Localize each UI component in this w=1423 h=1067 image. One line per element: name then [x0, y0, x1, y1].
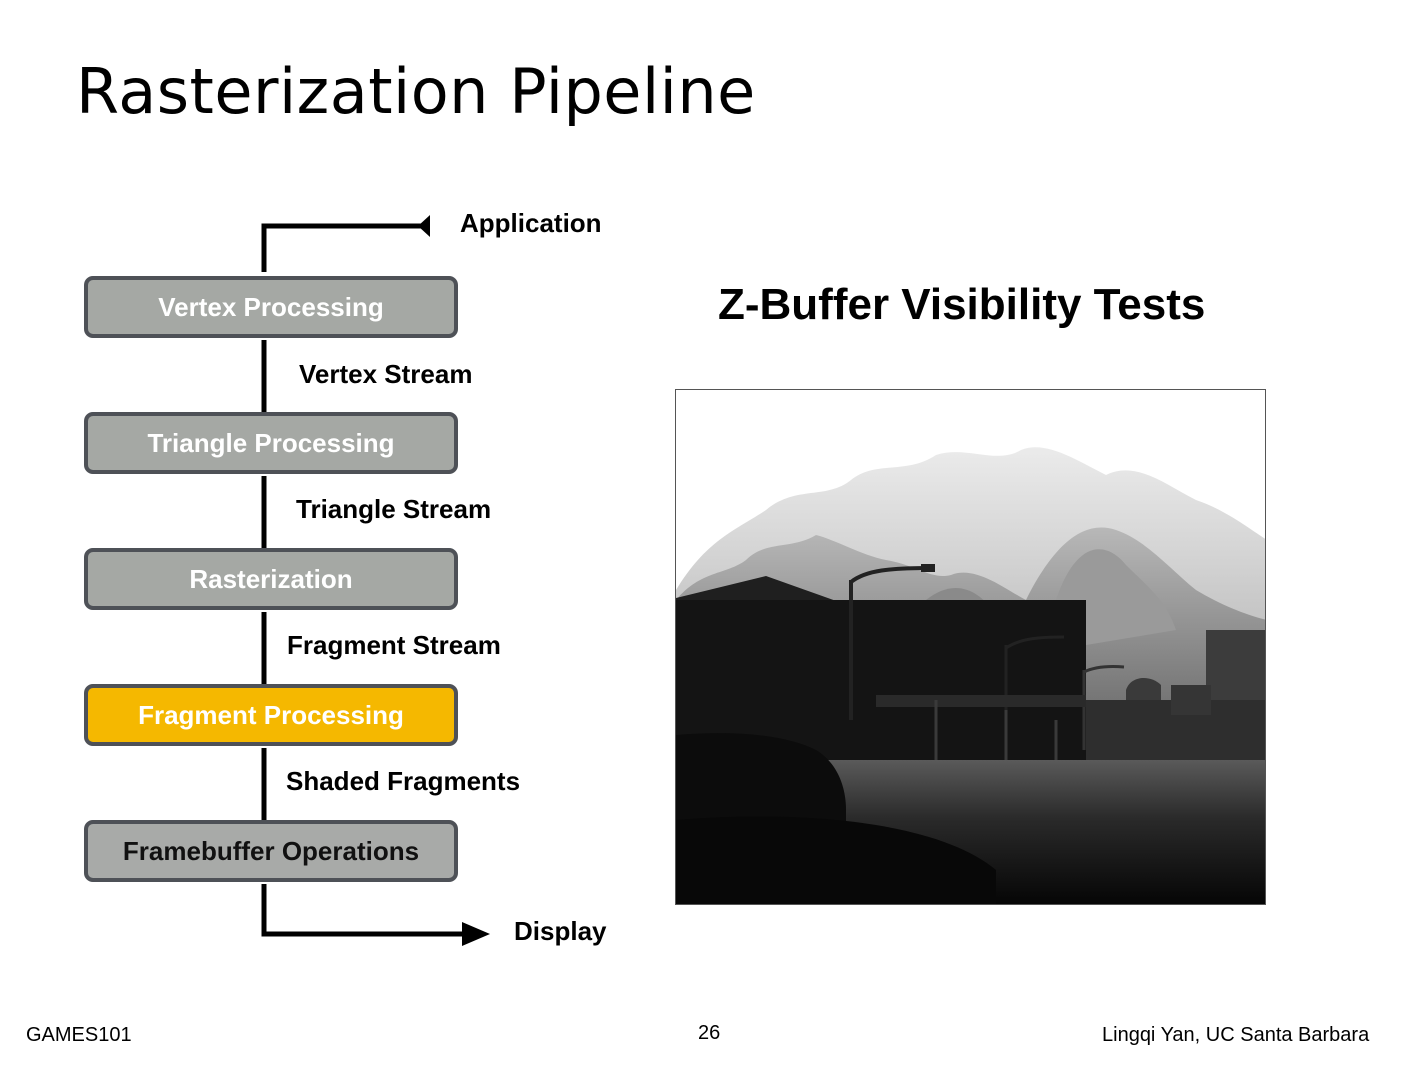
stage-framebuffer-operations: Framebuffer Operations	[84, 820, 458, 882]
stage-label: Fragment Processing	[138, 699, 404, 730]
output-line	[261, 884, 470, 937]
stage-label: Vertex Processing	[158, 291, 384, 322]
stage-triangle-processing: Triangle Processing	[84, 412, 458, 474]
output-arrow-icon	[462, 922, 490, 946]
stage-label: Rasterization	[189, 563, 353, 594]
input-line	[261, 223, 424, 272]
stream-label-vertex: Vertex Stream	[299, 359, 473, 389]
slide-title: Rasterization Pipeline	[76, 55, 756, 128]
output-label: Display	[514, 916, 607, 946]
stage-vertex-processing: Vertex Processing	[84, 276, 458, 338]
stream-label-triangle: Triangle Stream	[296, 494, 492, 524]
stream-label-fragment: Fragment Stream	[287, 630, 501, 660]
footer-page-number: 26	[698, 1022, 721, 1044]
stream-label-shaded: Shaded Fragments	[286, 766, 521, 796]
depth-scene-svg	[676, 390, 1265, 904]
stage-label: Framebuffer Operations	[122, 835, 420, 866]
section-title: Z-Buffer Visibility Tests	[718, 280, 1206, 329]
footer-course: GAMES101	[26, 1024, 132, 1046]
stage-label: Triangle Processing	[147, 427, 395, 458]
input-label: Application	[460, 208, 602, 238]
stage-rasterization: Rasterization	[84, 548, 458, 610]
input-arrow-icon	[418, 215, 430, 237]
stage-fragment-processing: Fragment Processing	[84, 684, 458, 746]
footer-author: Lingqi Yan, UC Santa Barbara	[1102, 1024, 1370, 1046]
z-buffer-depth-image	[675, 389, 1266, 905]
